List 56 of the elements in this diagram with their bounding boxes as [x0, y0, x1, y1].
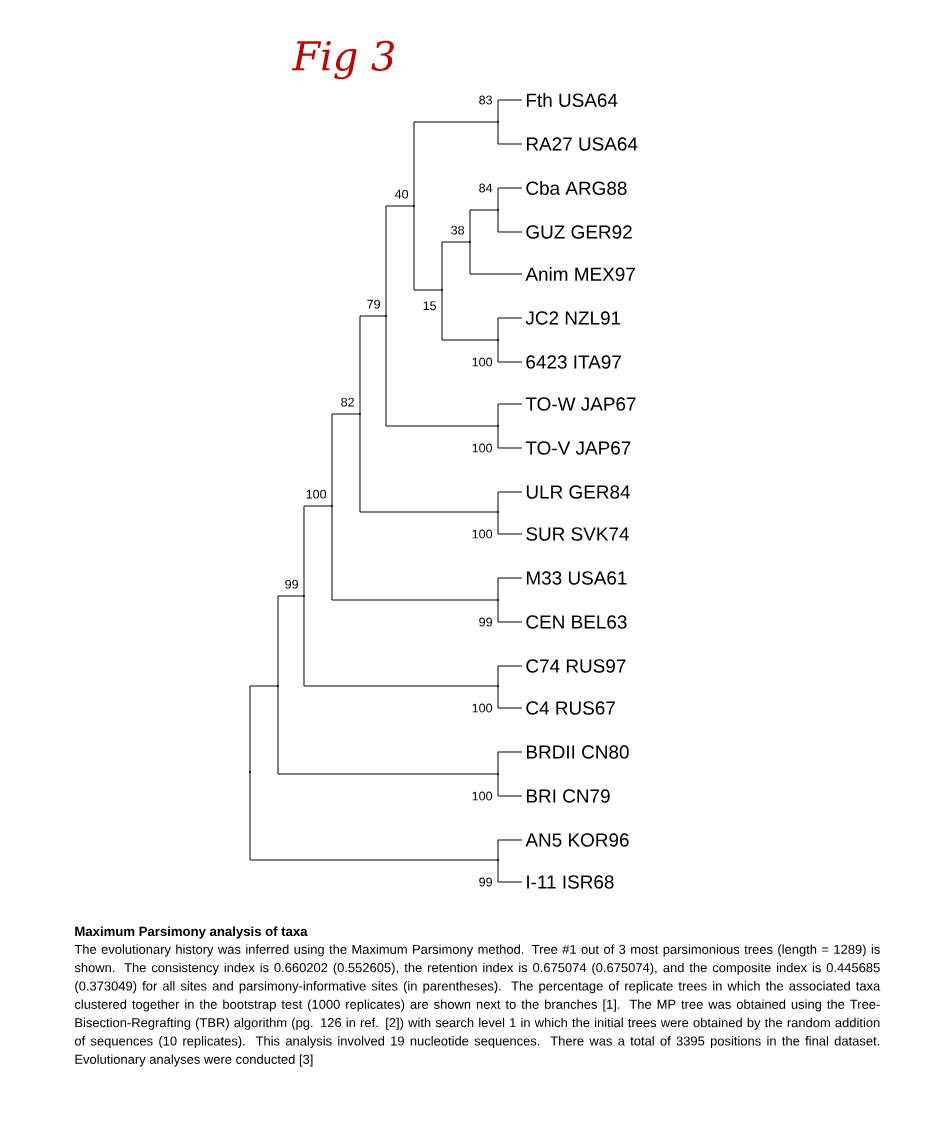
tree-branch — [497, 403, 523, 427]
taxon-label: TO-V JAP67 — [525, 441, 631, 455]
tree-branch — [497, 491, 523, 513]
tree-branch — [497, 209, 523, 233]
tree-branch — [497, 773, 523, 797]
tree-branch — [497, 751, 523, 775]
tree-branch — [497, 339, 523, 363]
taxon-label: RA27 USA64 — [526, 137, 638, 151]
tree-branch — [469, 209, 499, 243]
taxon-label: AN5 KOR96 — [525, 833, 629, 847]
taxon-label: BRI CN79 — [526, 789, 610, 803]
tree-branch — [469, 241, 523, 275]
tree-branch — [359, 315, 387, 415]
tree-branch — [497, 599, 523, 623]
tree-branch — [413, 205, 443, 291]
tree-branch — [277, 685, 499, 775]
taxon-label: JC2 NZL91 — [525, 311, 621, 325]
taxon-label: M33 USA61 — [526, 571, 627, 585]
tree-branch — [497, 839, 523, 861]
tree-branch — [497, 425, 523, 449]
taxon-label: 6423 ITA97 — [526, 355, 621, 369]
tree-branch — [497, 685, 523, 709]
taxon-label: ULR GER84 — [526, 485, 630, 499]
taxon-label: BRDII CN80 — [526, 745, 629, 759]
tree-branch — [497, 99, 523, 123]
tree-branch — [497, 121, 523, 145]
taxon-label: C4 RUS67 — [526, 701, 615, 715]
tree-branch — [497, 511, 523, 535]
taxon-label: GUZ GER92 — [526, 225, 632, 239]
tree-branch — [413, 121, 499, 207]
tree-branch — [497, 577, 523, 601]
tree-branch — [277, 595, 305, 687]
tree-branch — [441, 289, 499, 341]
tree-branch — [249, 685, 279, 773]
taxon-label: Fth USA64 — [526, 93, 618, 107]
taxon-label: SUR SVK74 — [526, 527, 629, 541]
tree-branch — [497, 859, 523, 883]
tree-branch — [385, 205, 415, 317]
taxon-label: C74 RUS97 — [526, 659, 626, 673]
tree-branch — [249, 771, 499, 861]
tree-branch — [441, 241, 471, 291]
handwritten-title: Fig 3 — [291, 40, 394, 80]
taxon-label: CEN BEL63 — [526, 615, 627, 629]
tree-branch — [303, 595, 499, 687]
tree-branch — [497, 187, 523, 211]
taxon-label: I-11 ISR68 — [527, 875, 614, 889]
tree-branch — [331, 505, 499, 601]
taxon-label: TO-W JAP67 — [525, 397, 636, 411]
taxon-label: Anim MEX97 — [525, 267, 635, 281]
tree-branch — [385, 315, 499, 427]
tree-branch — [331, 413, 361, 507]
taxon-label: Cba ARG88 — [526, 181, 627, 195]
tree-branch — [303, 505, 333, 597]
tree-branch — [359, 413, 499, 513]
tree-branch — [497, 665, 523, 687]
tree-branch — [497, 317, 523, 341]
